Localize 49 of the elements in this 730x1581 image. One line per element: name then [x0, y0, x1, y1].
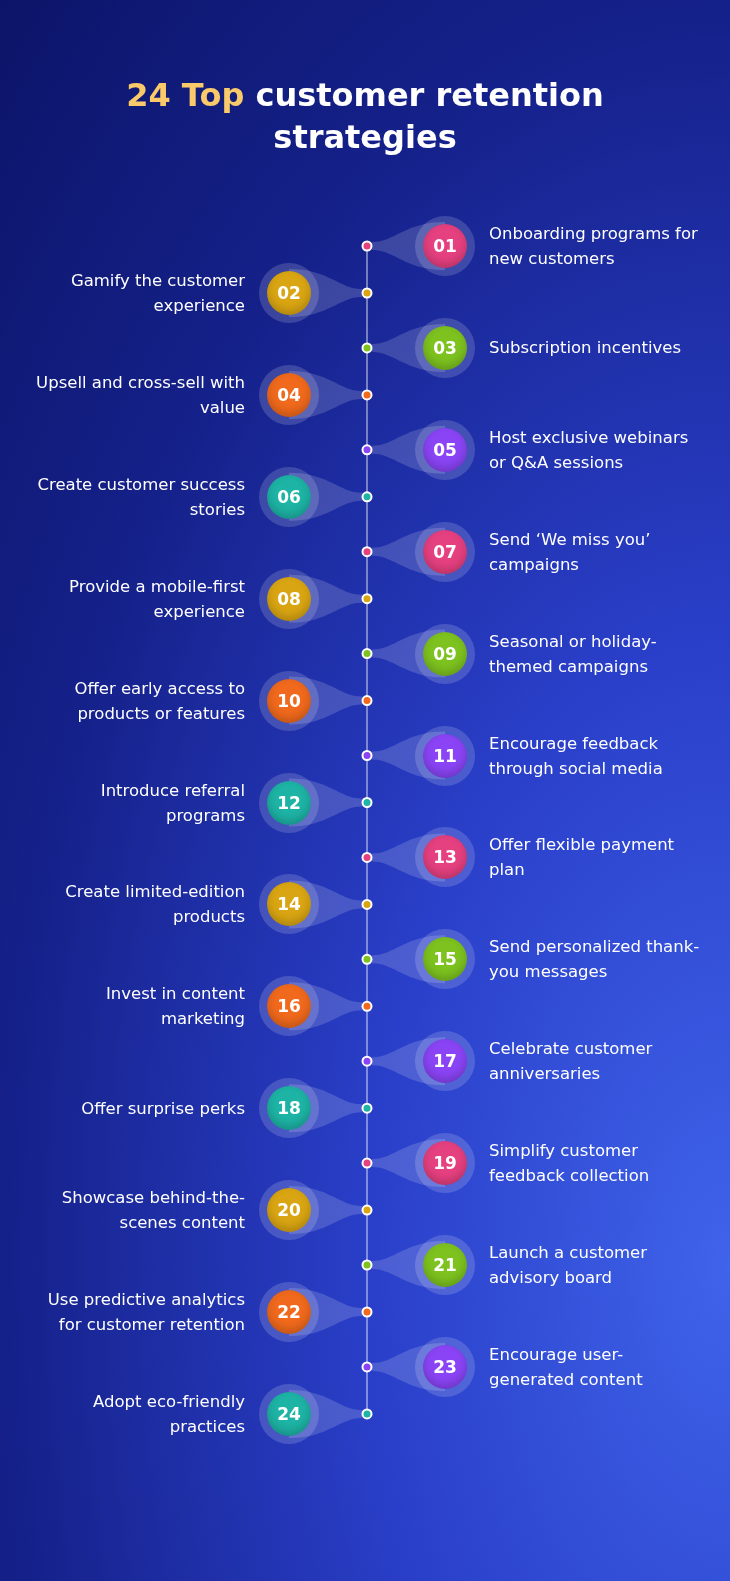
- number-badge: 19: [415, 1133, 475, 1194]
- number-badge: 04: [259, 364, 319, 425]
- number-badge: 08: [259, 568, 319, 629]
- number-badge: 11: [415, 725, 475, 786]
- number-badge: 21: [415, 1235, 475, 1295]
- number-badge: 06: [259, 466, 319, 527]
- title: 24 Top customer retention strategies: [125, 75, 605, 158]
- strategy-label: Provide a mobile-first experience: [68, 575, 245, 623]
- strategy-label: Use predictive analytics for customer retention: [46, 1289, 245, 1336]
- strategy-label: Onboarding programs for new customers: [489, 223, 699, 270]
- strategy-label: Offer early access to products or features: [73, 677, 245, 725]
- strategy-label: Send ‘We miss you’ campaigns: [489, 528, 652, 576]
- strategy-label: Adopt eco-friendly practices: [92, 1390, 245, 1438]
- strategy-label: Invest in content marketing: [105, 983, 245, 1031]
- number-badge: 01: [415, 216, 475, 276]
- number-badge: 12: [259, 772, 319, 833]
- number-badge: 18: [259, 1078, 319, 1139]
- number-badge: 16: [259, 976, 319, 1037]
- number-badge: 13: [415, 827, 475, 888]
- number-badge: 05: [415, 419, 475, 480]
- strategy-label: Send personalized thank-you messages: [489, 936, 701, 984]
- number-badge: 07: [415, 521, 475, 582]
- strategy-label: Offer flexible payment plan: [489, 834, 676, 882]
- strategy-label: Host exclusive webinars or Q&A sessions: [489, 426, 690, 474]
- strategy-label: Celebrate customer anniversaries: [489, 1038, 654, 1086]
- strategy-label: Encourage feedback through social media: [489, 732, 664, 780]
- number-badge: 10: [259, 670, 319, 731]
- strategy-label: Seasonal or holiday-themed campaigns: [489, 630, 658, 678]
- number-badge: 09: [415, 623, 475, 684]
- strategy-label: Showcase behind-the-scenes content: [60, 1187, 245, 1235]
- strategy-label: Gamify the customer experience: [69, 270, 245, 317]
- strategy-label: Launch a customer advisory board: [489, 1242, 649, 1289]
- strategy-label: Introduce referral programs: [99, 779, 245, 827]
- number-badge: 02: [259, 263, 319, 323]
- strategy-label: Create customer success stories: [36, 473, 245, 521]
- strategy-label: Create limited-edition products: [64, 881, 245, 929]
- number-badge: 15: [415, 929, 475, 990]
- number-badge: 17: [415, 1031, 475, 1092]
- number-badge: 20: [259, 1180, 319, 1241]
- number-badge: 24: [259, 1383, 319, 1444]
- number-badge: 03: [415, 317, 475, 378]
- number-badge: 14: [259, 874, 319, 935]
- number-badge: 22: [259, 1282, 319, 1342]
- strategy-label: Simplify customer feedback collection: [489, 1140, 651, 1188]
- strategy-label: Upsell and cross-sell with value: [35, 371, 245, 419]
- strategy-label: Subscription incentives: [489, 337, 683, 360]
- number-badge: 23: [415, 1336, 475, 1397]
- strategy-label: Encourage user-generated content: [489, 1343, 644, 1391]
- strategy-label: Offer surprise perks: [80, 1097, 245, 1120]
